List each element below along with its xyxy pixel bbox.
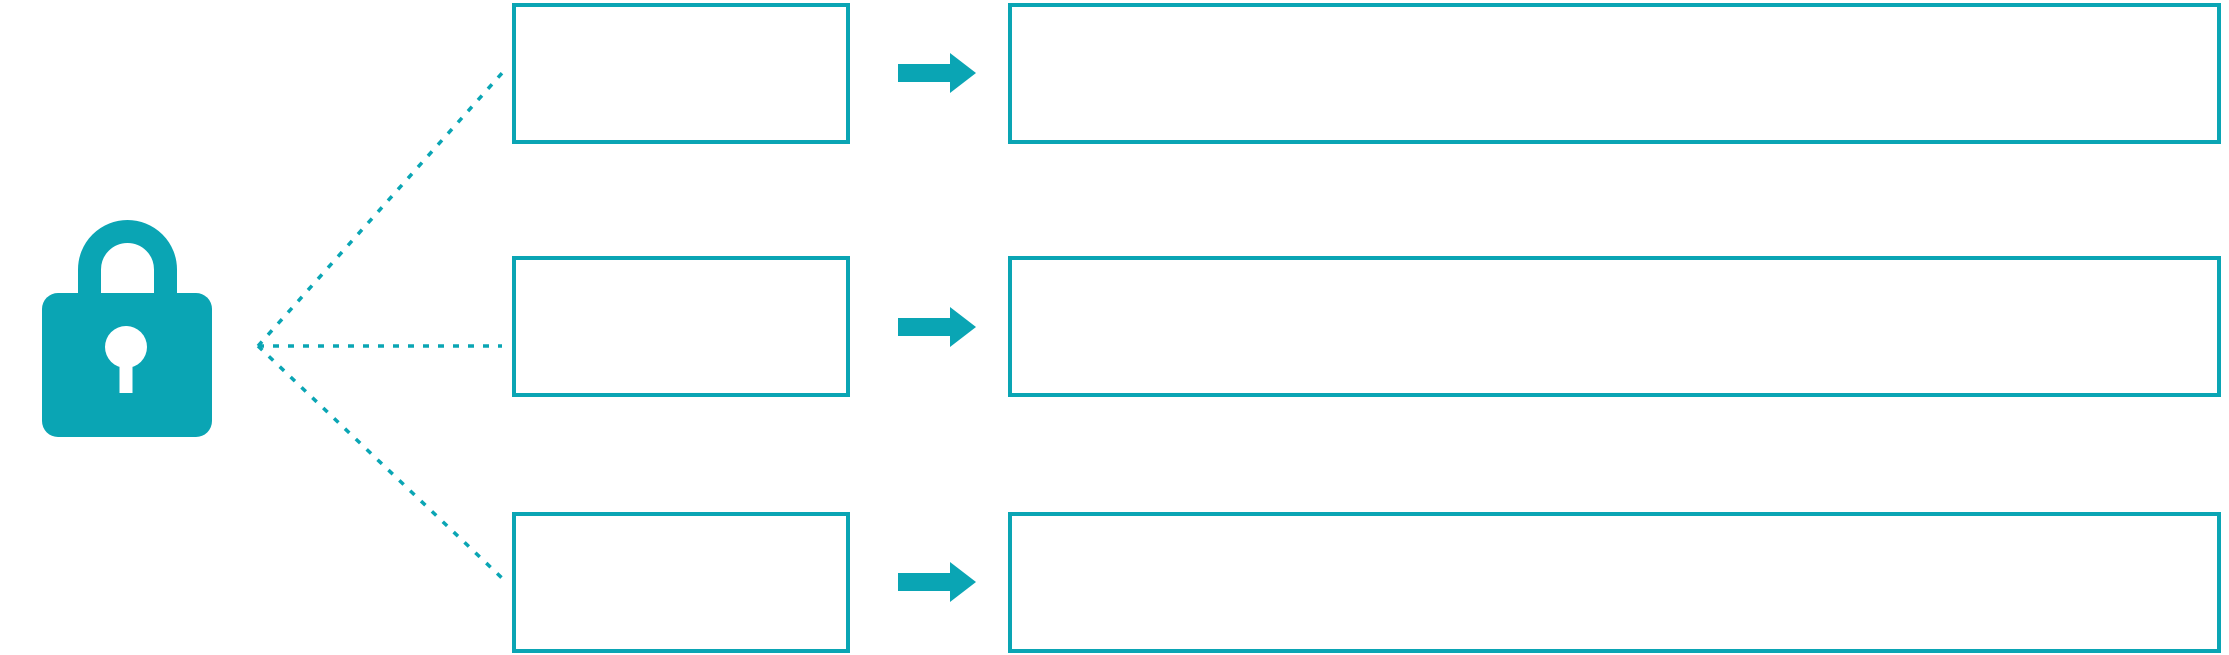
arrow-right-icon-3: [898, 562, 976, 602]
arrow-right-icon-2: [898, 307, 976, 347]
keyhole-stem: [119, 347, 133, 393]
description-panel-2: [1008, 256, 2221, 397]
description-panel-3: [1008, 512, 2221, 653]
arrow-right-icon-1: [898, 53, 976, 93]
arrows: [898, 53, 976, 602]
category-box-1: [512, 3, 850, 144]
category-box-2: [512, 256, 850, 397]
category-box-3: [512, 512, 850, 653]
dotted-line-connector-1: [256, 70, 505, 348]
description-panel-1: [1008, 3, 2221, 144]
lock-icon: [42, 220, 212, 437]
dotted-connectors: [256, 70, 505, 581]
lock-shackle: [78, 220, 177, 302]
keyhole-circle: [105, 326, 147, 368]
dotted-line-connector-3: [256, 344, 505, 581]
lock-body: [42, 293, 212, 437]
